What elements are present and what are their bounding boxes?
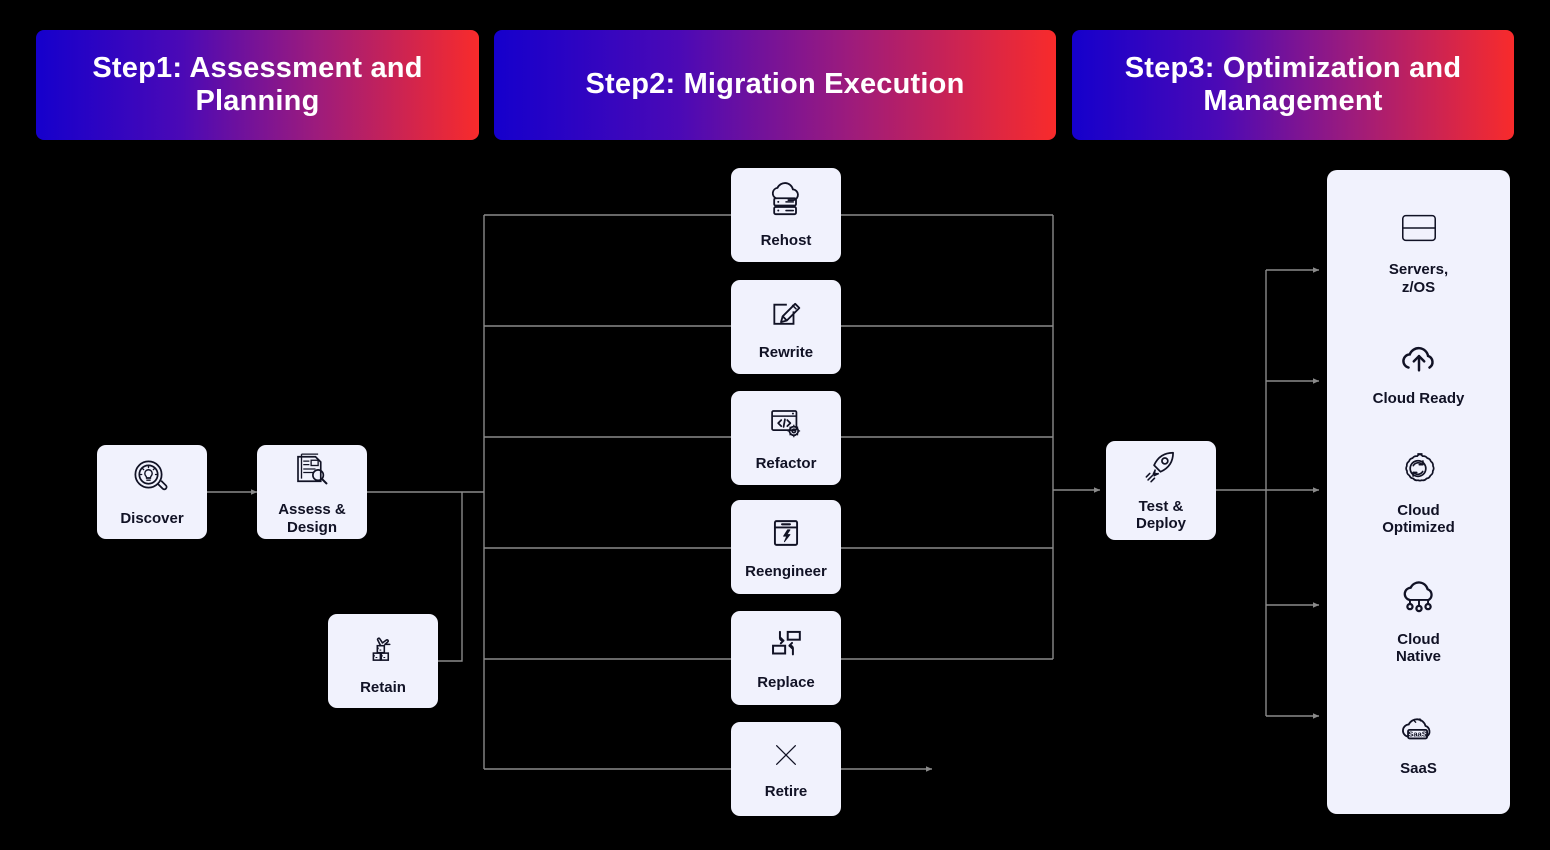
card-test-deploy-label: Test & Deploy — [1135, 497, 1186, 533]
outcome-saas[interactable]: SaaS SaaS — [1395, 707, 1443, 777]
outcome-cloud-optimized-label: Cloud Optimized — [1382, 501, 1455, 537]
magnifier-lightbulb-icon — [131, 457, 173, 503]
outcome-servers-zos-label: Servers, z/OS — [1388, 261, 1449, 296]
cloud-saas-icon: SaaS — [1395, 707, 1443, 752]
cloud-server-icon — [764, 181, 808, 225]
card-refactor-label: Refactor — [755, 455, 817, 472]
card-replace[interactable]: Replace — [731, 611, 841, 705]
cloud-upload-icon — [1396, 338, 1442, 383]
outcome-cloud-optimized[interactable]: Cloud Optimized — [1382, 449, 1455, 537]
card-rewrite-label: Rewrite — [758, 344, 814, 361]
svg-text:SaaS: SaaS — [1408, 730, 1427, 739]
card-discover[interactable]: Discover — [97, 445, 207, 539]
step2-banner: Step2: Migration Execution — [494, 30, 1056, 140]
hand-blocks-icon — [362, 626, 404, 672]
card-reengineer[interactable]: Reengineer — [731, 500, 841, 594]
card-rehost-label: Rehost — [760, 232, 812, 249]
card-refactor[interactable]: Refactor — [731, 391, 841, 485]
card-assess-design[interactable]: Assess & Design — [257, 445, 367, 539]
documents-magnifier-icon — [291, 448, 333, 494]
outcome-cloud-native[interactable]: Cloud Native — [1396, 578, 1442, 666]
outcome-saas-label: SaaS — [1400, 759, 1437, 777]
outcome-cloud-ready-label: Cloud Ready — [1372, 390, 1465, 408]
step1-banner: Step1: Assessment and Planning — [36, 30, 479, 140]
swap-boxes-icon — [765, 625, 807, 667]
card-retain-label: Retain — [360, 679, 406, 696]
outcome-cloud-ready[interactable]: Cloud Ready — [1372, 338, 1465, 408]
step2-banner-label: Step2: Migration Execution — [585, 68, 965, 101]
code-window-gear-icon — [765, 404, 807, 448]
outcome-panel: Servers, z/OS Cloud Ready Cloud Optimize… — [1327, 170, 1510, 814]
card-retire[interactable]: Retire — [731, 722, 841, 816]
pencil-edit-icon — [766, 293, 806, 337]
card-test-deploy[interactable]: Test & Deploy — [1106, 441, 1216, 540]
server-rack-icon — [1396, 207, 1442, 254]
cloud-gear-refresh-icon — [1396, 449, 1440, 494]
window-bolt-icon — [767, 514, 805, 556]
card-replace-label: Replace — [757, 674, 815, 691]
card-retire-label: Retire — [764, 783, 808, 800]
step3-banner-label: Step3: Optimization and Management — [1124, 51, 1462, 117]
card-retain[interactable]: Retain — [328, 614, 438, 708]
card-assess-design-label: Assess & Design — [278, 501, 346, 536]
outcome-servers-zos[interactable]: Servers, z/OS — [1389, 207, 1448, 297]
step3-banner: Step3: Optimization and Management — [1072, 30, 1514, 140]
card-reengineer-label: Reengineer — [745, 563, 827, 580]
step1-banner-label: Step1: Assessment and Planning — [92, 51, 423, 117]
card-rehost[interactable]: Rehost — [731, 168, 841, 262]
cloud-network-icon — [1396, 578, 1442, 623]
card-discover-label: Discover — [120, 510, 184, 527]
rocket-icon — [1140, 448, 1182, 490]
cross-x-icon — [765, 738, 807, 776]
outcome-cloud-native-label: Cloud Native — [1395, 630, 1442, 666]
card-rewrite[interactable]: Rewrite — [731, 280, 841, 374]
